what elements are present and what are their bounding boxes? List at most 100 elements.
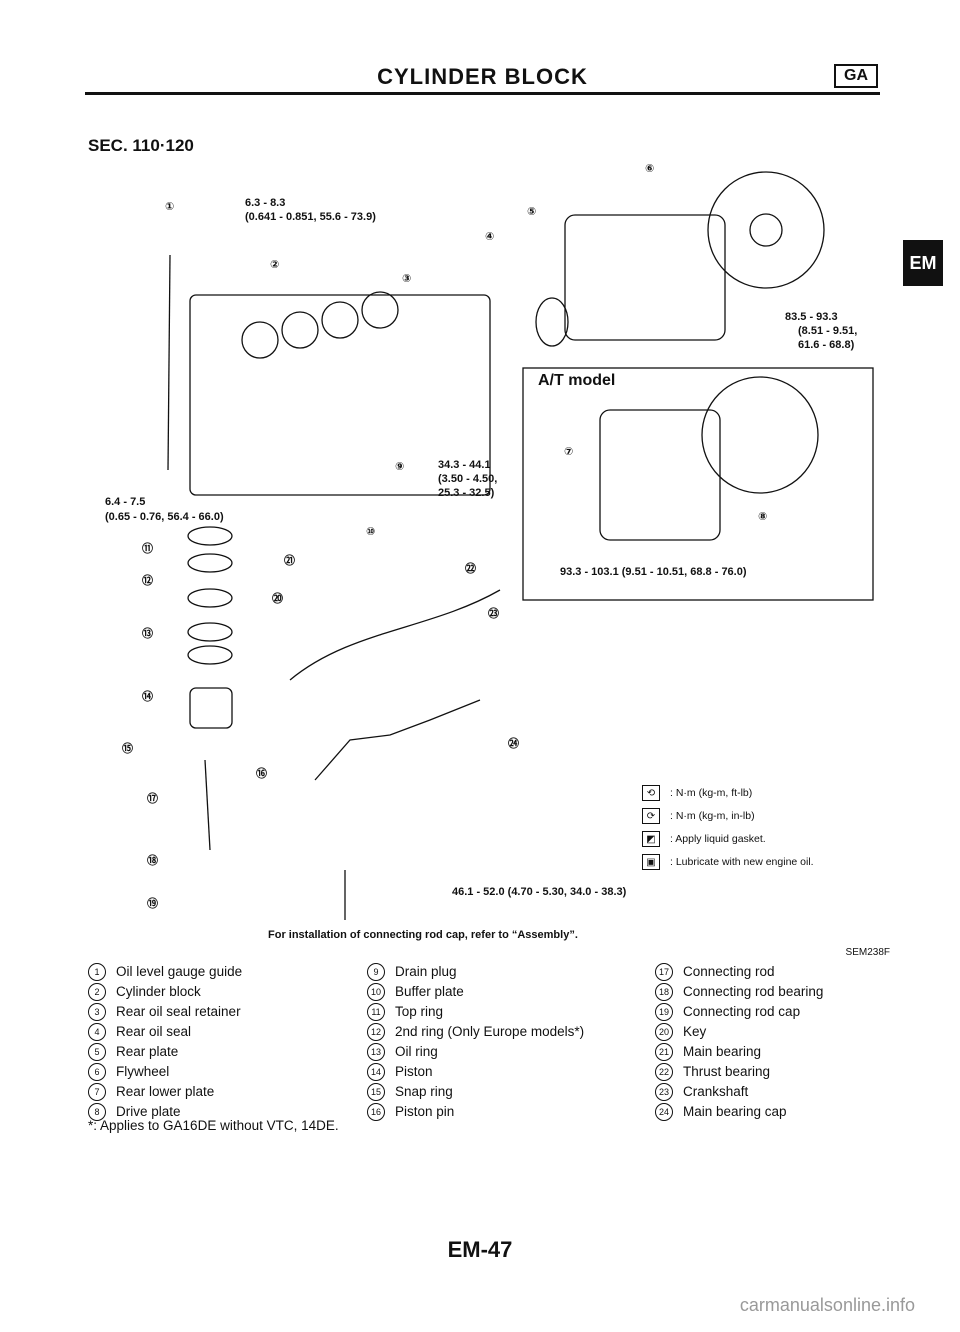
rear-oil-seal-shape	[535, 297, 569, 347]
list-item: 8 Drive plate	[88, 1102, 242, 1122]
part-number: 11	[367, 1003, 385, 1021]
callout-16: ⑯	[256, 767, 267, 780]
part-number: 9	[367, 963, 385, 981]
crankshaft-shape	[289, 589, 501, 681]
torque-inlb-icon: ⟳	[642, 808, 660, 824]
side-tab-em: EM	[903, 240, 943, 286]
torque-label-3: 6.4 - 7.5	[105, 496, 146, 508]
part-number: 6	[88, 1063, 106, 1081]
legend-text-1: : N·m (kg-m, ft-lb)	[670, 787, 753, 799]
list-item: 16 Piston pin	[367, 1102, 584, 1122]
cylinder-block-shape	[189, 294, 491, 496]
ring-1	[187, 526, 233, 546]
part-name: Drive plate	[116, 1104, 181, 1119]
part-name: Piston pin	[395, 1104, 455, 1119]
part-name: Connecting rod	[683, 964, 775, 979]
part-number: 17	[655, 963, 673, 981]
at-model-box	[522, 367, 874, 601]
part-name: Rear oil seal	[116, 1024, 192, 1039]
watermark: carmanualsonline.info	[739, 1295, 915, 1315]
illustration-lines	[167, 171, 874, 920]
torque-label-10: 61.6 - 68.8)	[798, 339, 855, 351]
callout-23: ㉓	[488, 607, 499, 620]
part-number: 4	[88, 1023, 106, 1041]
callout-19: ⑲	[147, 897, 158, 910]
list-item: 17 Connecting rod	[655, 962, 823, 982]
torque-label-1: 6.3 - 8.3	[245, 197, 286, 209]
part-name: Crankshaft	[683, 1084, 749, 1099]
part-number: 23	[655, 1083, 673, 1101]
flywheel-shape	[707, 171, 825, 289]
diagram-svg	[167, 171, 874, 920]
section-code: SEC. 110·120	[88, 136, 194, 155]
callout-6: ⑥	[645, 162, 655, 175]
cylinder-bore-3	[321, 301, 359, 339]
legend-row-4: ▣ : Lubricate with new engine oil.	[642, 854, 814, 870]
callout-21: ㉑	[284, 554, 295, 567]
part-number: 21	[655, 1043, 673, 1061]
part-name: Rear oil seal retainer	[116, 1004, 241, 1019]
part-number: 8	[88, 1103, 106, 1121]
cylinder-bore-1	[241, 321, 279, 359]
callout-13: ⑬	[142, 627, 153, 640]
callout-1: ①	[165, 200, 175, 213]
callout-5: ⑤	[527, 205, 537, 218]
rear-plate-shape	[564, 214, 726, 341]
part-number: 22	[655, 1063, 673, 1081]
legend-text-3: : Apply liquid gasket.	[670, 833, 766, 845]
list-item: 2 Cylinder block	[88, 982, 242, 1002]
main-bearing-caps-shape	[314, 699, 481, 781]
legend-row-1: ⟲ : N·m (kg-m, ft-lb)	[642, 785, 752, 801]
torque-label-6: (3.50 - 4.50,	[438, 473, 498, 485]
part-name: Drain plug	[395, 964, 457, 979]
connecting-rod-shape	[204, 759, 211, 851]
callout-8: ⑧	[758, 510, 768, 523]
at-model-label: A/T model	[538, 372, 616, 389]
part-name: Oil level gauge guide	[116, 964, 243, 979]
part-number: 12	[367, 1023, 385, 1041]
figure-code: SEM238F	[845, 947, 890, 958]
part-number: 2	[88, 983, 106, 1001]
part-name: Cylinder block	[116, 984, 201, 999]
torque-label-8: 83.5 - 93.3	[785, 311, 838, 323]
part-name: Top ring	[395, 1004, 444, 1019]
callout-9: ⑨	[395, 460, 405, 473]
part-number: 5	[88, 1043, 106, 1061]
torque-ftlb-icon: ⟲	[642, 785, 660, 801]
list-item: 23 Crankshaft	[655, 1082, 823, 1102]
exploded-diagram: ① ② ③ ④ ⑤ ⑥ ⑦ ⑧ ⑨ ⑩ ⑪ ⑫ ⑬ ⑭ ⑮ ⑯ ⑰ ⑱ ⑲ ⑳ …	[90, 160, 880, 960]
torque-label-9: (8.51 - 9.51,	[798, 325, 858, 337]
part-number: 24	[655, 1103, 673, 1121]
legend-text-4: : Lubricate with new engine oil.	[670, 856, 814, 868]
callout-7: ⑦	[564, 445, 574, 458]
torque-label-2: (0.641 - 0.851, 55.6 - 73.9)	[245, 211, 376, 223]
torque-label-4: (0.65 - 0.76, 56.4 - 66.0)	[105, 511, 224, 523]
part-number: 16	[367, 1103, 385, 1121]
part-name: Key	[683, 1024, 707, 1039]
callout-3: ③	[402, 272, 412, 285]
at-rear-plate-shape	[599, 409, 721, 541]
part-number: 14	[367, 1063, 385, 1081]
liquid-gasket-icon: ◩	[642, 831, 660, 847]
callout-10: ⑩	[366, 525, 376, 538]
cylinder-bore-4	[361, 291, 399, 329]
page-title: CYLINDER BLOCK	[377, 64, 588, 89]
callout-2: ②	[270, 258, 280, 271]
part-number: 7	[88, 1083, 106, 1101]
callout-14: ⑭	[142, 690, 153, 703]
part-name: Oil ring	[395, 1044, 438, 1059]
legend-row-3: ◩ : Apply liquid gasket.	[642, 831, 766, 847]
part-number: 19	[655, 1003, 673, 1021]
callout-22: ㉒	[465, 562, 476, 575]
